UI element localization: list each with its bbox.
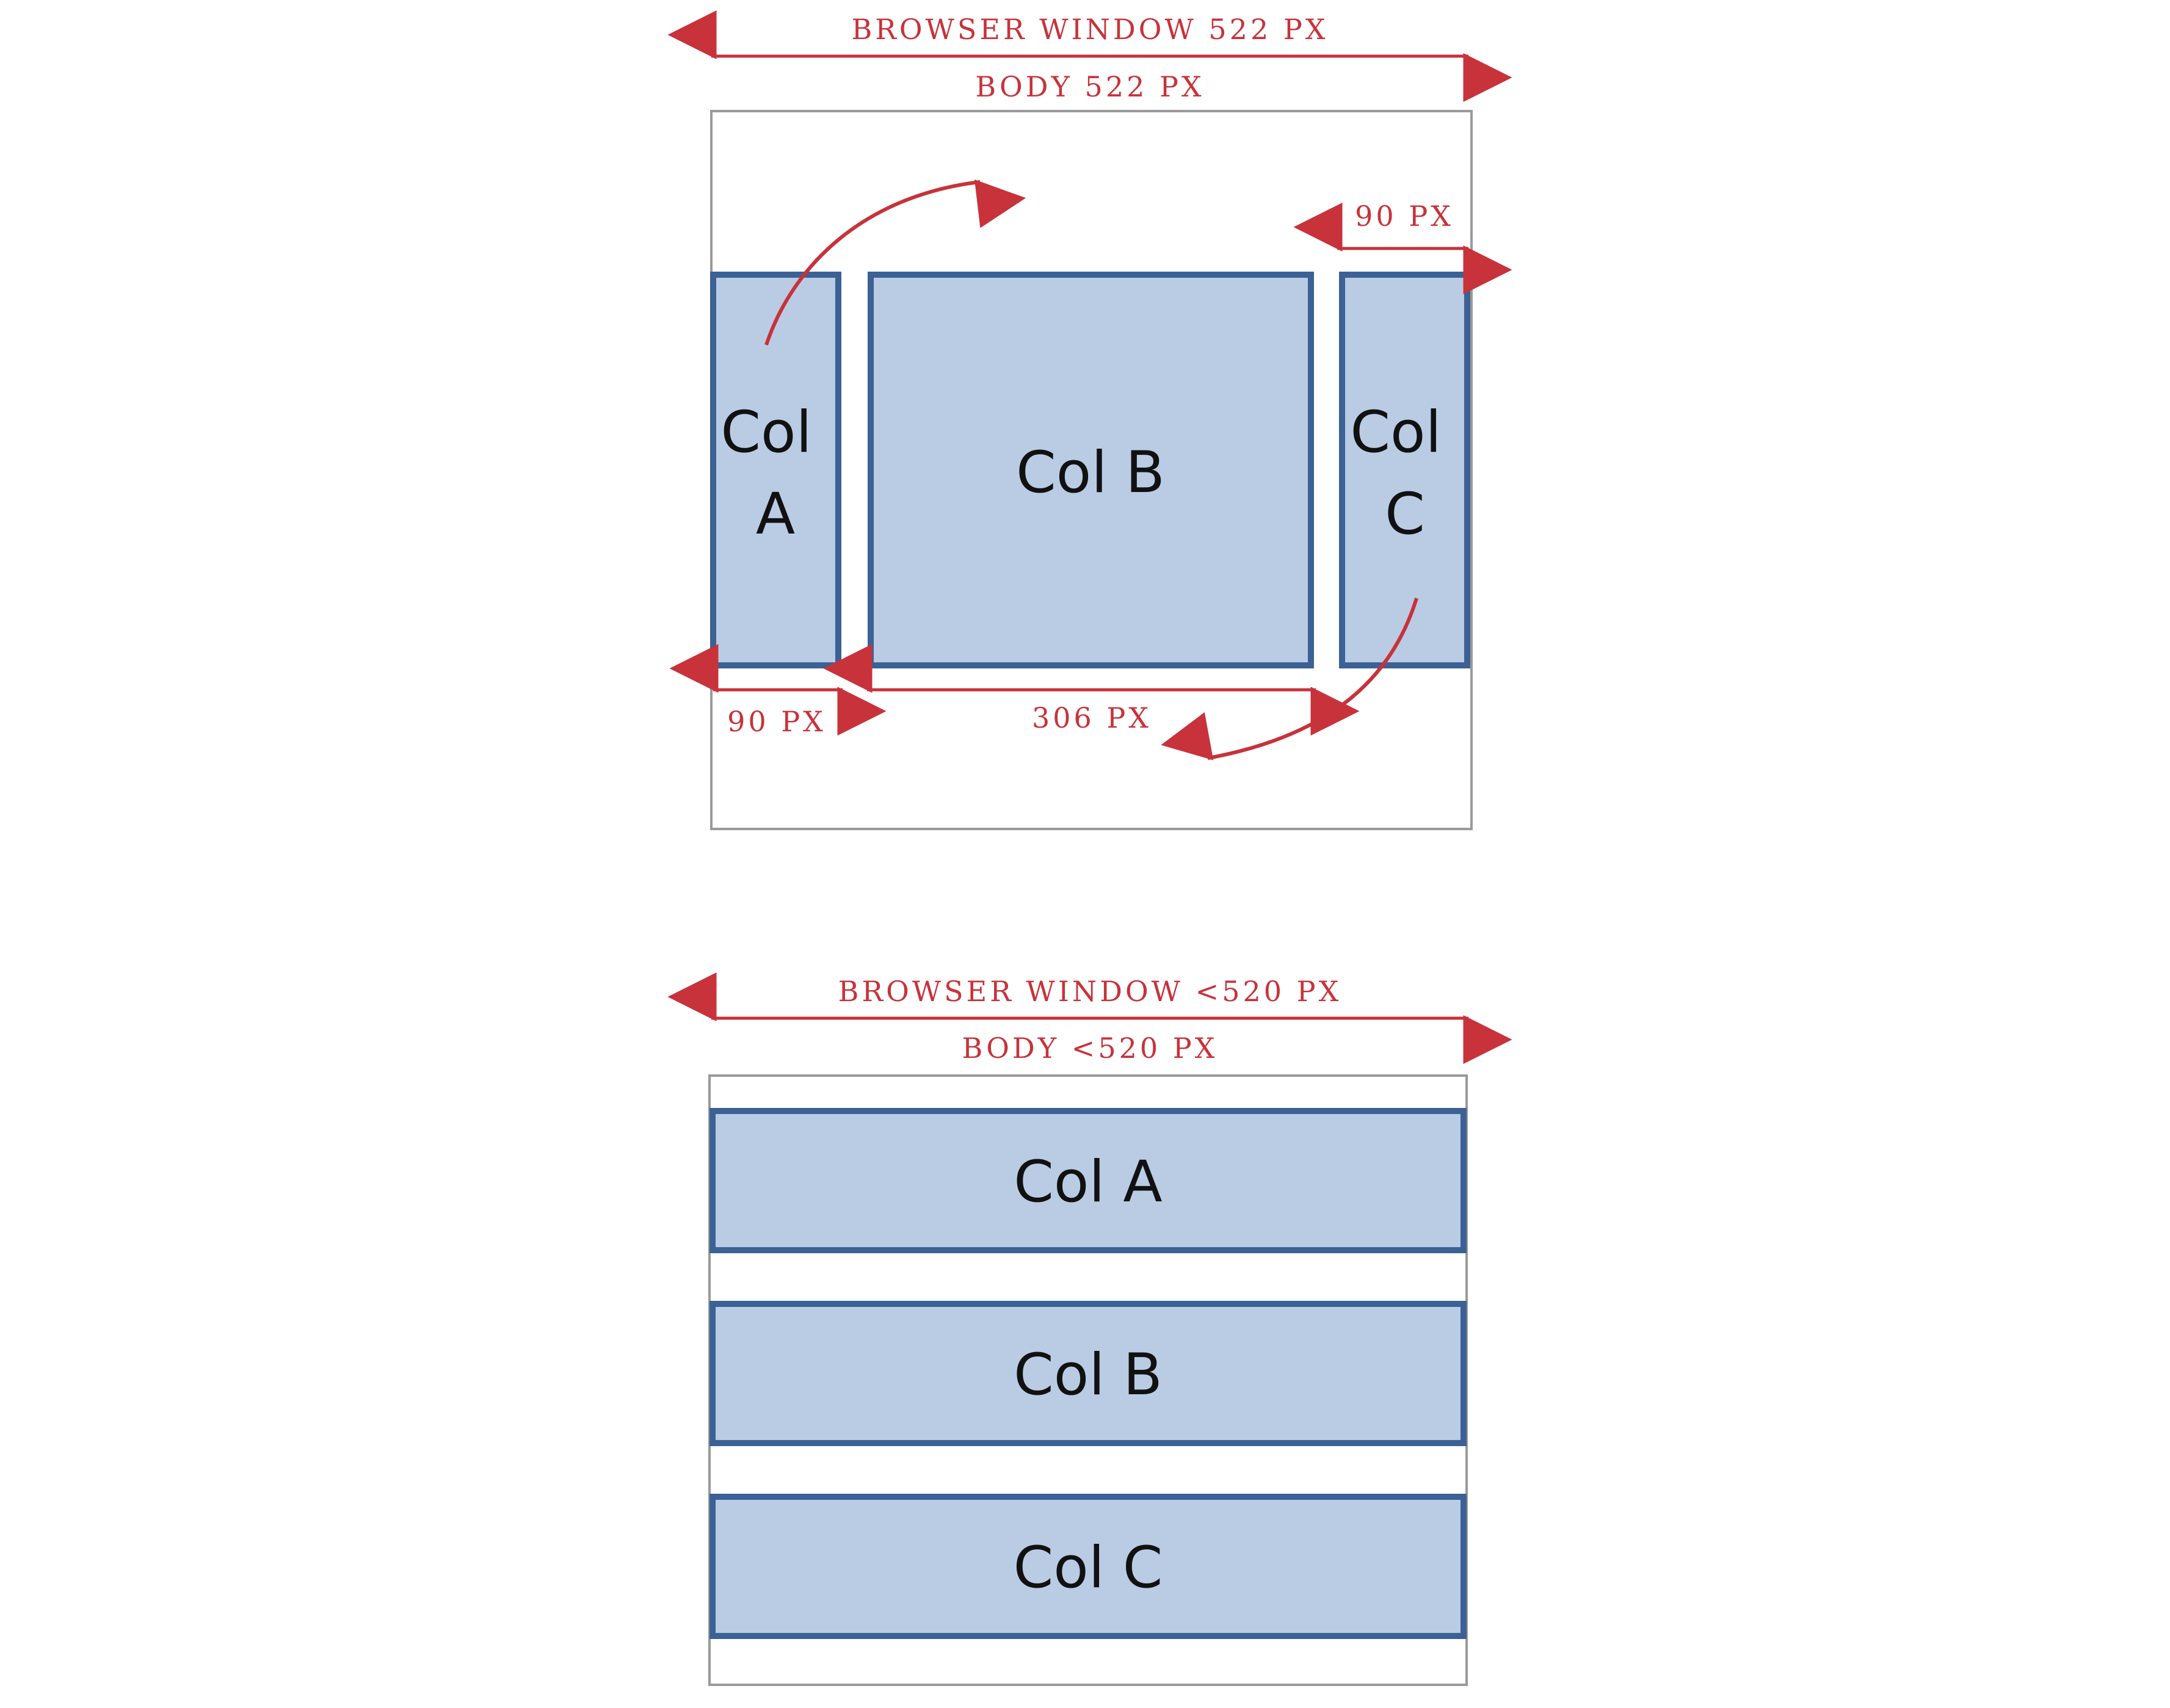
- col-a-label: Col A: [720, 399, 830, 548]
- col-b-row-label: Col B: [1014, 1342, 1163, 1408]
- col-c-width-label: 90 PX: [1355, 200, 1454, 233]
- wide-layout-section: BROWSER WINDOW 522 PX BODY 522 PX Col A …: [667, 10, 1512, 830]
- browser-window-narrow-label: BROWSER WINDOW <520 PX: [838, 975, 1342, 1008]
- col-c-label-line2: C: [1385, 481, 1425, 548]
- narrow-layout-section: BROWSER WINDOW <520 PX BODY <520 PX Col …: [667, 972, 1512, 1686]
- col-c-box: [1339, 272, 1470, 668]
- browser-window-label: BROWSER WINDOW 522 PX: [851, 13, 1328, 46]
- col-a-label-line2: A: [756, 481, 795, 548]
- body-narrow-label: BODY <520 PX: [962, 1032, 1218, 1065]
- body-width-label: BODY 522 PX: [975, 70, 1204, 103]
- col-c-move-down-arrow: [1161, 598, 1418, 761]
- col-b-label: Col B: [1016, 440, 1165, 506]
- col-c-label-line1: Col: [1350, 399, 1441, 466]
- col-a-row-label: Col A: [1014, 1149, 1162, 1215]
- col-b-row-box: [709, 1301, 1467, 1446]
- col-a-width-label: 90 PX: [727, 705, 826, 738]
- col-a-row-box: [709, 1108, 1467, 1253]
- col-c-label: Col C: [1350, 399, 1459, 548]
- col-a-move-up-arrow: [764, 179, 1026, 346]
- col-a-label-line1: Col: [720, 399, 811, 466]
- col-a-box: [710, 272, 841, 668]
- col-b-width-label: 306 PX: [1032, 701, 1152, 734]
- col-c-row-label: Col C: [1014, 1535, 1163, 1601]
- col-c-row-box: [709, 1494, 1467, 1639]
